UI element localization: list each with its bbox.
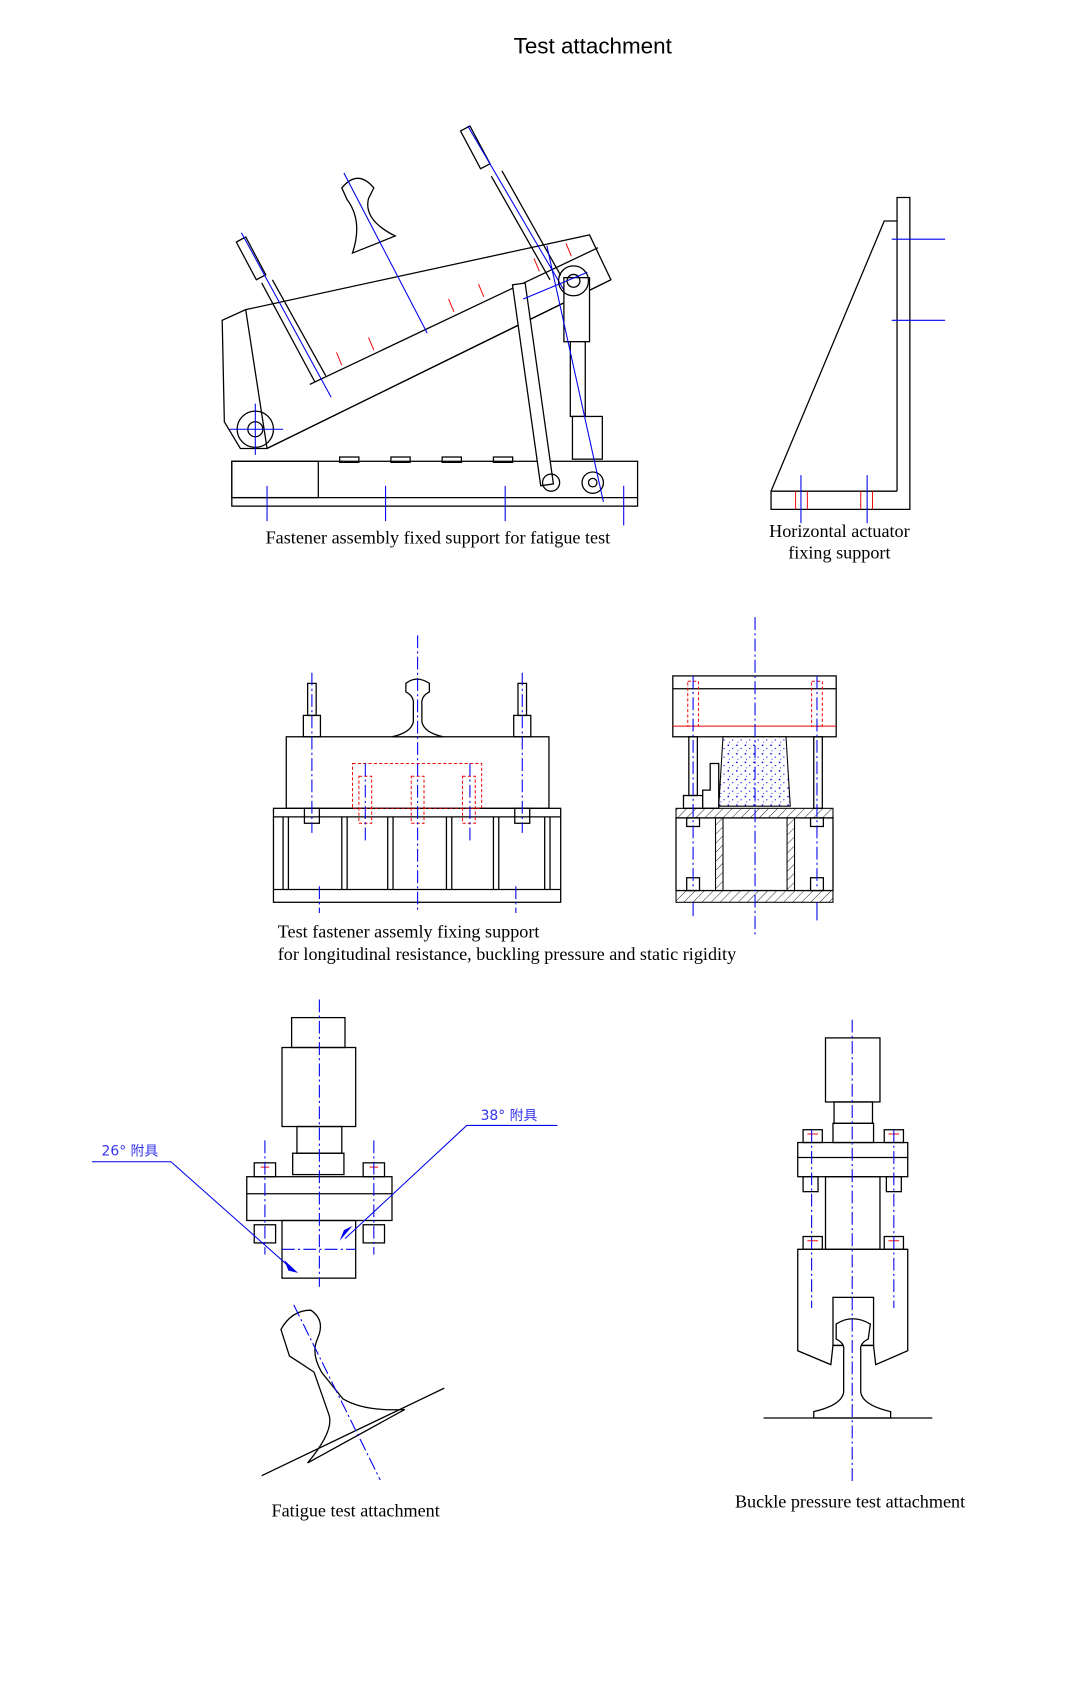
fatigue-attachment-drawing — [91, 999, 558, 1481]
page-title: Test attachment — [514, 33, 673, 58]
buckle-pressure-attachment-drawing — [763, 1019, 933, 1483]
horizontal-actuator-support-drawing — [770, 196, 946, 524]
caption-fatigue-support: Fastener assembly fixed support for fati… — [266, 528, 611, 548]
caption-fixing-support-line2: for longitudinal resistance, buckling pr… — [278, 944, 736, 964]
fixing-support-front-view — [272, 635, 562, 913]
caption-horizontal-actuator-line1: Horizontal actuator — [769, 521, 910, 541]
caption-horizontal-actuator-line2: fixing support — [788, 542, 890, 562]
fixing-support-side-view — [672, 617, 837, 935]
fatigue-support-drawing — [221, 125, 639, 526]
caption-fatigue-attachment: Fatigue test attachment — [272, 1500, 440, 1520]
label-38-degree-attachment: 38° 附具 — [481, 1108, 538, 1124]
caption-fixing-support-line1: Test fastener assemly fixing support — [278, 922, 540, 942]
caption-buckle-attachment: Buckle pressure test attachment — [735, 1492, 965, 1512]
label-26-degree-attachment: 26° 附具 — [102, 1143, 159, 1159]
